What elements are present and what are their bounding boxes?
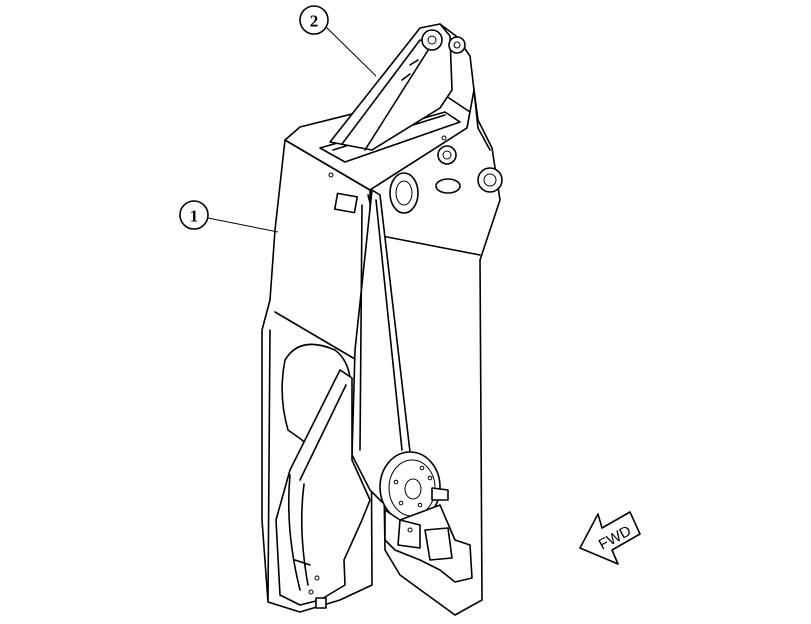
mounting-bracket (329, 23, 475, 151)
rotation-motor (328, 135, 461, 214)
callout-2: 2 (299, 5, 377, 77)
callout-2-label: 2 (310, 12, 319, 31)
lower-cutter (384, 487, 473, 583)
left-jaw (275, 343, 371, 609)
side-pin-boss (477, 167, 503, 193)
forward-direction-arrow: FWD (579, 511, 641, 565)
callout-1: 1 (179, 200, 279, 233)
callout-1-label: 1 (190, 207, 199, 226)
central-arm (351, 189, 411, 503)
